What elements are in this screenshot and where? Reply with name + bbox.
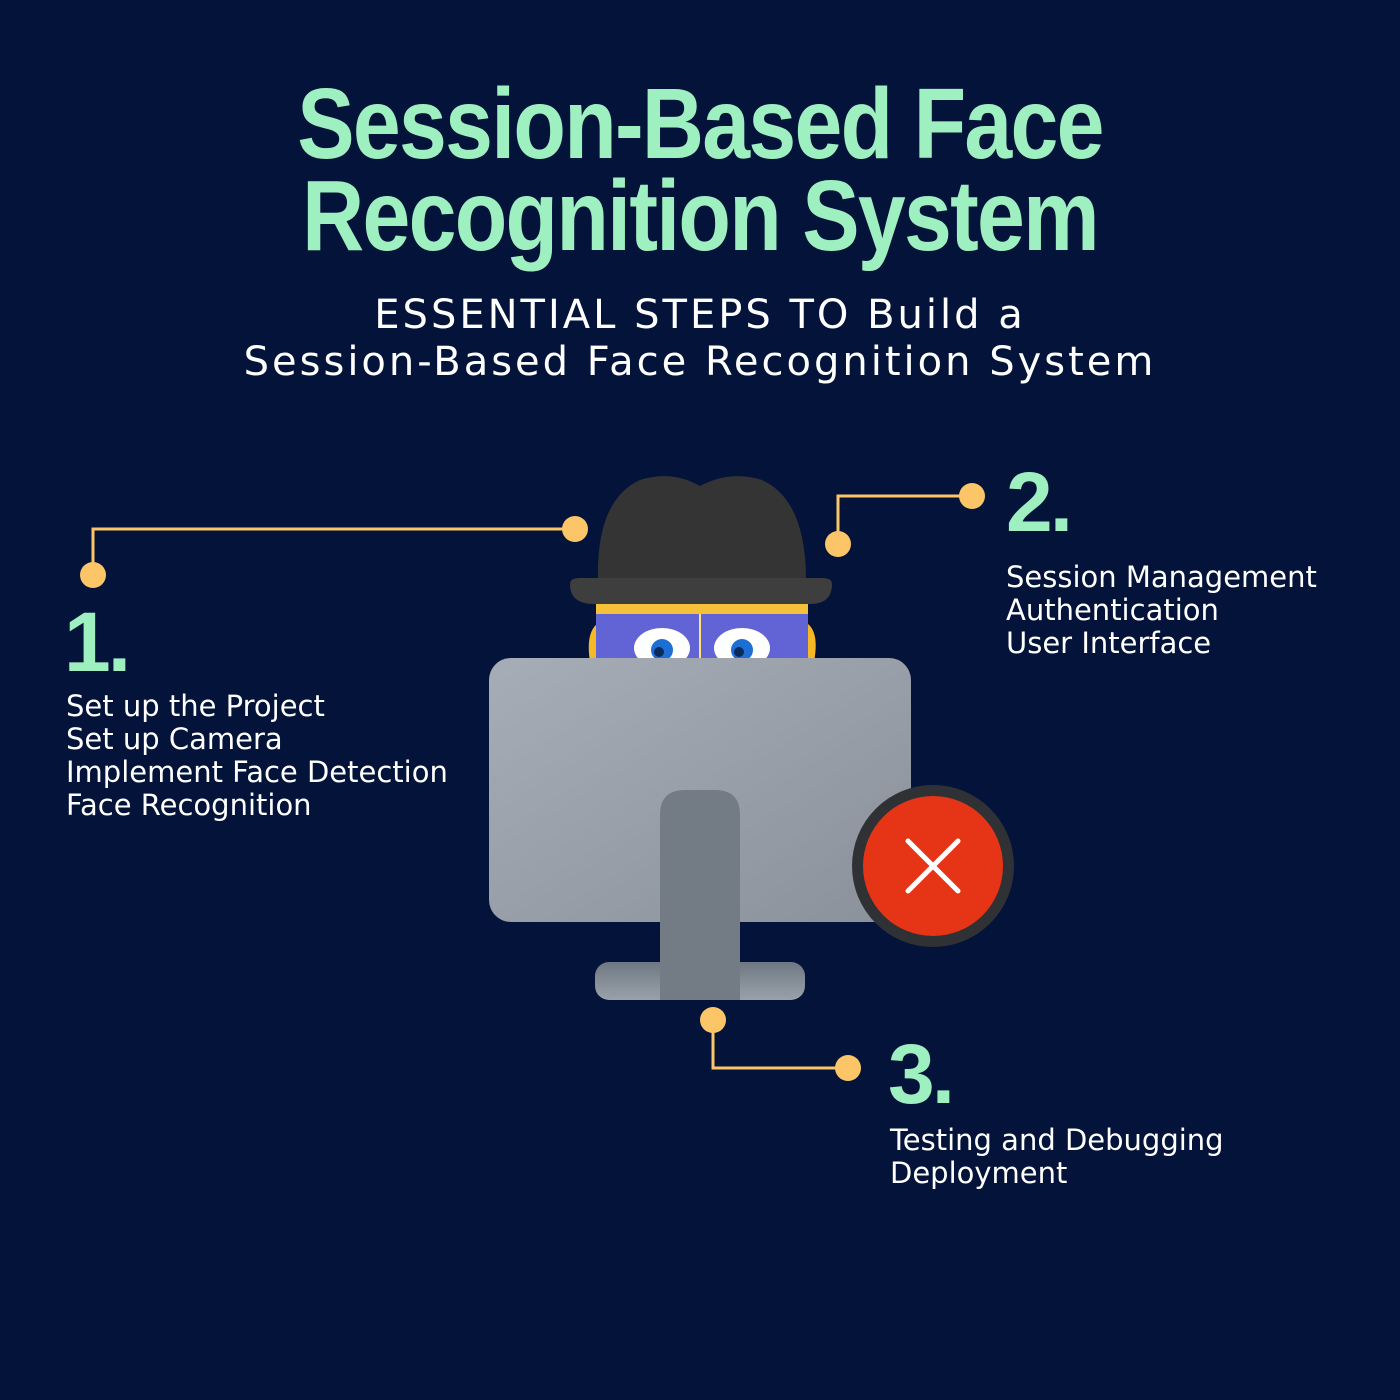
connector-step-2 [825, 483, 985, 557]
monitor-icon [489, 658, 911, 1000]
step-1-number: 1. [64, 595, 131, 689]
step-2-item: Authentication [1006, 593, 1219, 627]
step-1-item: Implement Face Detection [66, 755, 448, 789]
hat-icon [570, 476, 832, 604]
connector-dot [562, 516, 588, 542]
step-3-item: Testing and Debugging [890, 1123, 1224, 1157]
step-2-number: 2. [1006, 455, 1073, 549]
subtitle-line-1: ESSENTIAL STEPS TO Build a [374, 292, 1026, 338]
subtitle-line-2: Session-Based Face Recognition System [243, 339, 1157, 385]
step-1-item: Set up Camera [66, 722, 283, 756]
step-1-item: Set up the Project [66, 689, 325, 723]
spy-figure [570, 476, 832, 668]
error-x-icon [852, 785, 1014, 947]
connector-dot [825, 531, 851, 557]
connector-step-1 [80, 516, 588, 588]
connector-dot [700, 1007, 726, 1033]
step-2-item: Session Management [1006, 560, 1317, 594]
step-3-list: Testing and Debugging Deployment [890, 1124, 1224, 1190]
title-line-1: Session-Based Face [297, 68, 1104, 180]
title-line-2: Recognition System [302, 160, 1099, 272]
page-title: Session-Based Face Recognition System [98, 68, 1302, 272]
step-3-number: 3. [888, 1027, 955, 1121]
connector-step-3 [700, 1007, 861, 1081]
step-1-list: Set up the Project Set up Camera Impleme… [66, 690, 448, 822]
page-subtitle: ESSENTIAL STEPS TO Build a Session-Based… [0, 292, 1400, 386]
step-2-item: User Interface [1006, 626, 1212, 660]
connector-dot [959, 483, 985, 509]
step-3-item: Deployment [890, 1156, 1068, 1190]
connector-dot [80, 562, 106, 588]
step-1-item: Face Recognition [66, 788, 312, 822]
step-2-list: Session Management Authentication User I… [1006, 561, 1317, 660]
connector-dot [835, 1055, 861, 1081]
